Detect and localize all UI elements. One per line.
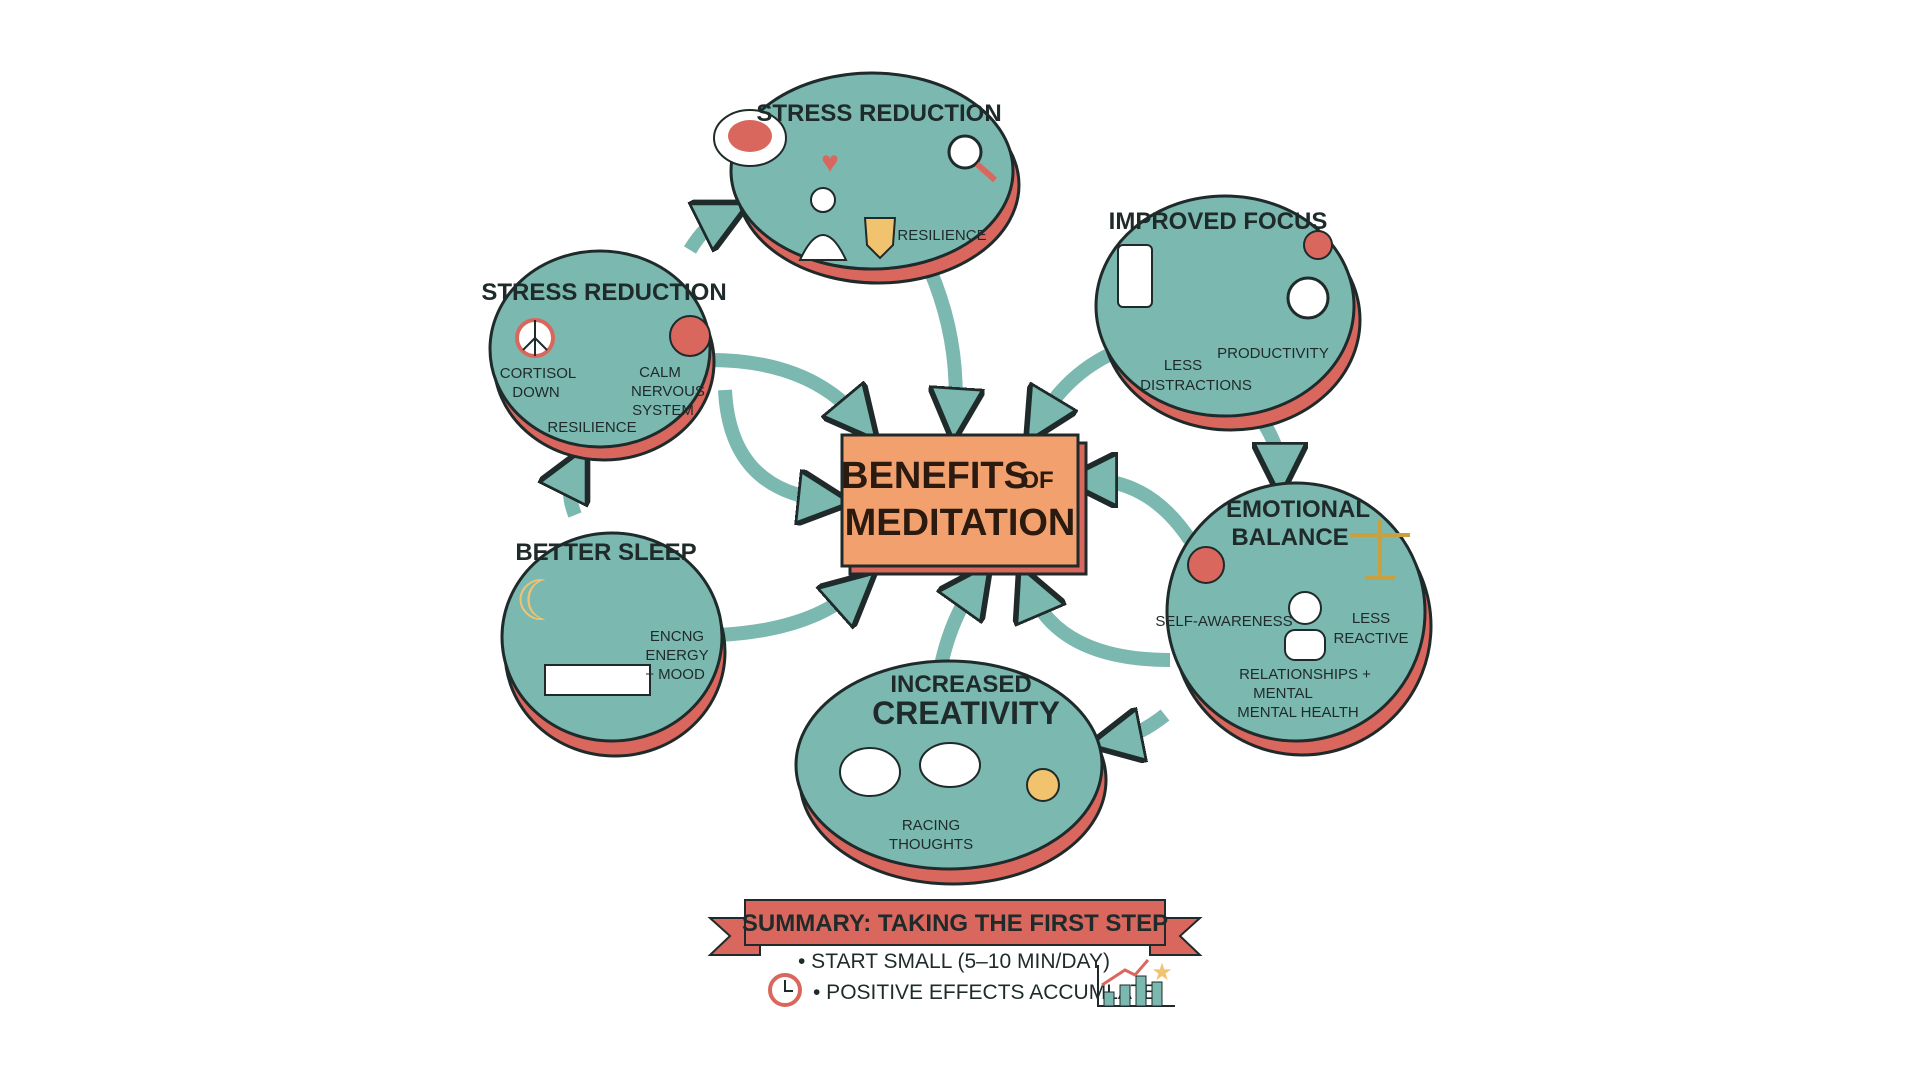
node-title: IMPROVED FOCUS <box>1109 208 1328 235</box>
heart-icon: ♥ <box>821 146 839 179</box>
meditating-person-icon <box>798 187 848 261</box>
node-label: CORTISOL <box>500 365 576 382</box>
phone-icon <box>1117 244 1153 308</box>
growth-chart-icon: ★ <box>1097 959 1175 1007</box>
arrow-lefttop-to-center-2 <box>718 389 825 500</box>
summary-bullet: • START SMALL (5–10 MIN/DAY) <box>798 950 1110 973</box>
node-title: STRESS REDUCTION <box>481 279 726 306</box>
sad-face-icon <box>1187 546 1225 584</box>
node-label: CALM <box>639 364 681 381</box>
center-title-line2: MEDITATION <box>845 502 1076 544</box>
node-label: SELF-AWARENESS <box>1155 613 1292 630</box>
star-icon: ★ <box>1151 959 1173 986</box>
node-label: DOWN <box>512 384 560 401</box>
node-bottom: INCREASED CREATIVITY RACING THOUGHTS <box>872 671 1060 853</box>
node-title: BETTER SLEEP <box>515 539 696 566</box>
arrow-lefttop-to-top <box>683 215 725 254</box>
node-label: RESILIENCE <box>897 227 986 244</box>
center-title-of: OF <box>1020 467 1053 494</box>
node-title: BALANCE <box>1231 524 1348 551</box>
arrow-left-to-center <box>719 590 855 642</box>
arrow-righttop-to-center <box>1040 343 1123 420</box>
node-label: SYSTEM <box>632 402 694 419</box>
peace-icon <box>515 318 555 358</box>
node-title: CREATIVITY <box>872 695 1060 731</box>
shield-icon <box>863 217 897 260</box>
node-label: LESS <box>1164 357 1202 374</box>
arrow-top-to-center <box>923 267 956 415</box>
arrow-bottom-to-center <box>933 585 975 672</box>
brain-cloud-icon <box>713 109 787 167</box>
node-top: STRESS REDUCTION RESILIENCE <box>756 100 1001 244</box>
summary-title: SUMMARY: TAKING THE FIRST STEP <box>742 910 1168 937</box>
node-label: RESILIENCE <box>547 419 636 436</box>
person-icon <box>1284 591 1326 661</box>
arrow-lefttop-to-center <box>709 353 860 420</box>
bed-icon <box>544 664 651 696</box>
summary-banner: SUMMARY: TAKING THE FIRST STEP • START S… <box>707 899 1203 1007</box>
node-label: ENERGY <box>645 647 708 664</box>
node-label: THOUGHTS <box>889 836 973 853</box>
summary-bullet: • POSITIVE EFFECTS ACCUMLATE <box>813 981 1157 1004</box>
arrow-right-to-bottom <box>1115 715 1170 740</box>
node-right: EMOTIONAL BALANCE SELF-AWARENESS LESS RE… <box>1155 496 1408 721</box>
arrow-left-to-lefttop <box>570 470 575 518</box>
lightbulb-icon <box>1026 768 1060 802</box>
node-title: INCREASED <box>890 671 1031 698</box>
clock-icon <box>768 973 802 1007</box>
node-label: REACTIVE <box>1333 630 1408 647</box>
node-label: NERVOUS <box>631 383 705 400</box>
node-title: EMOTIONAL <box>1226 496 1370 523</box>
node-label: DISTRACTIONS <box>1140 377 1252 394</box>
blobs <box>488 71 1433 886</box>
arrow-right-to-center-2 <box>1030 590 1171 667</box>
node-label: + MOOD <box>645 666 705 683</box>
node-label: LESS <box>1352 610 1390 627</box>
brain-icon <box>839 742 981 797</box>
scales-icon <box>1350 520 1410 580</box>
node-label: MENTAL HEALTH <box>1237 704 1358 721</box>
node-label: RACING <box>902 817 960 834</box>
node-title: STRESS REDUCTION <box>756 100 1001 127</box>
arrow-right-to-center <box>1090 480 1196 544</box>
center-box: BENEFITS OF MEDITATION <box>840 433 1088 576</box>
node-label: PRODUCTIVITY <box>1217 345 1329 362</box>
node-label: MENTAL <box>1253 685 1313 702</box>
smiley-icon <box>669 315 711 357</box>
node-left-top: STRESS REDUCTION CORTISOL DOWN RESILIENC… <box>481 279 726 436</box>
node-label: RELATIONSHIPS + <box>1239 666 1371 683</box>
moon-icon: ☾ <box>515 569 565 632</box>
center-title-line1: BENEFITS <box>841 455 1029 497</box>
node-left: BETTER SLEEP ENCNG ENERGY + MOOD <box>515 539 708 683</box>
gear-icon <box>1286 230 1333 320</box>
node-right-top: IMPROVED FOCUS PRODUCTIVITY LESS DISTRAC… <box>1109 208 1329 394</box>
arrow-righttop-to-right <box>1265 421 1280 470</box>
magnifier-icon <box>947 134 997 183</box>
node-label: ENCNG <box>650 628 704 645</box>
